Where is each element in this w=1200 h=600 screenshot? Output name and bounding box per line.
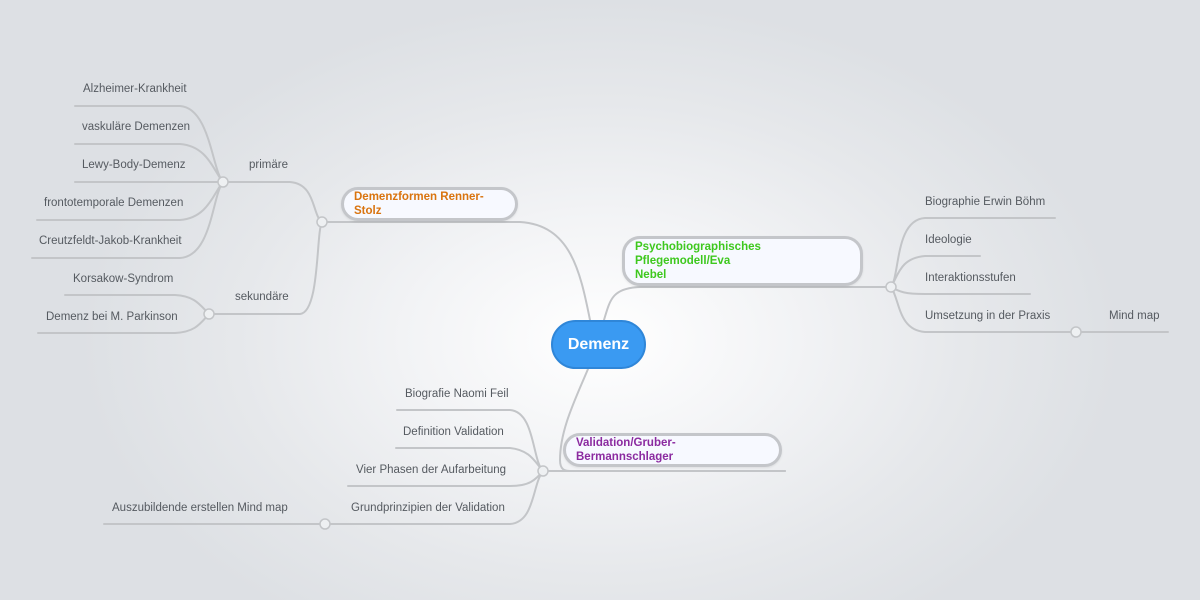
topic-label: Demenzformen Renner-Stolz bbox=[354, 191, 484, 217]
topic-psychobiographisches-pflegemodell[interactable]: Psychobiographisches Pflegemodell/Eva Ne… bbox=[622, 236, 863, 286]
leaf-creutzfeldt-jakob[interactable]: Creutzfeldt-Jakob-Krankheit bbox=[39, 235, 182, 247]
hub-grundprinzipien bbox=[319, 518, 331, 530]
leaf-interaktionsstufen[interactable]: Interaktionsstufen bbox=[925, 272, 1016, 284]
leaf-korsakow[interactable]: Korsakow-Syndrom bbox=[73, 273, 174, 285]
subtopic-sekundaere[interactable]: sekundäre bbox=[235, 291, 289, 303]
leaf-biografie-naomi-feil[interactable]: Biografie Naomi Feil bbox=[405, 388, 509, 400]
hub-umsetzung bbox=[1070, 326, 1082, 338]
hub-demenzformen bbox=[316, 216, 328, 228]
leaf-definition-validation[interactable]: Definition Validation bbox=[403, 426, 504, 438]
leaf-vaskulaere-demenzen[interactable]: vaskuläre Demenzen bbox=[82, 121, 191, 133]
leaf-frontotemporale[interactable]: frontotemporale Demenzen bbox=[44, 197, 184, 209]
hub-sekundaere bbox=[203, 308, 215, 320]
central-topic-demenz[interactable]: Demenz bbox=[551, 320, 646, 369]
topic-label-line1: Psychobiographisches Pflegemodell/Eva bbox=[635, 241, 761, 267]
hub-psychobiographisches bbox=[885, 281, 897, 293]
hub-primaere bbox=[217, 176, 229, 188]
leaf-mind-map[interactable]: Mind map bbox=[1109, 310, 1160, 322]
leaf-auszubildende-mind-map[interactable]: Auszubildende erstellen Mind map bbox=[112, 502, 288, 514]
leaf-alzheimer[interactable]: Alzheimer-Krankheit bbox=[83, 83, 187, 95]
topic-demenzformen-renner-stolz[interactable]: Demenzformen Renner-Stolz bbox=[341, 187, 518, 221]
topic-validation-gruber-bermannschlager[interactable]: Validation/Gruber-Bermannschlager bbox=[563, 433, 782, 467]
subtopic-primaere[interactable]: primäre bbox=[249, 159, 288, 171]
leaf-ideologie[interactable]: Ideologie bbox=[925, 234, 972, 246]
leaf-lewy-body[interactable]: Lewy-Body-Demenz bbox=[82, 159, 186, 171]
hub-validation bbox=[537, 465, 549, 477]
leaf-vier-phasen[interactable]: Vier Phasen der Aufarbeitung bbox=[356, 464, 507, 476]
topic-label-line2: Nebel bbox=[635, 269, 667, 281]
leaf-umsetzung-praxis[interactable]: Umsetzung in der Praxis bbox=[925, 310, 1051, 322]
topic-label: Validation/Gruber-Bermannschlager bbox=[576, 437, 676, 463]
leaf-demenz-parkinson[interactable]: Demenz bei M. Parkinson bbox=[46, 311, 178, 323]
leaf-biographie-erwin-boehm[interactable]: Biographie Erwin Böhm bbox=[925, 196, 1046, 208]
leaf-grundprinzipien[interactable]: Grundprinzipien der Validation bbox=[351, 502, 505, 514]
central-topic-label: Demenz bbox=[567, 335, 630, 353]
